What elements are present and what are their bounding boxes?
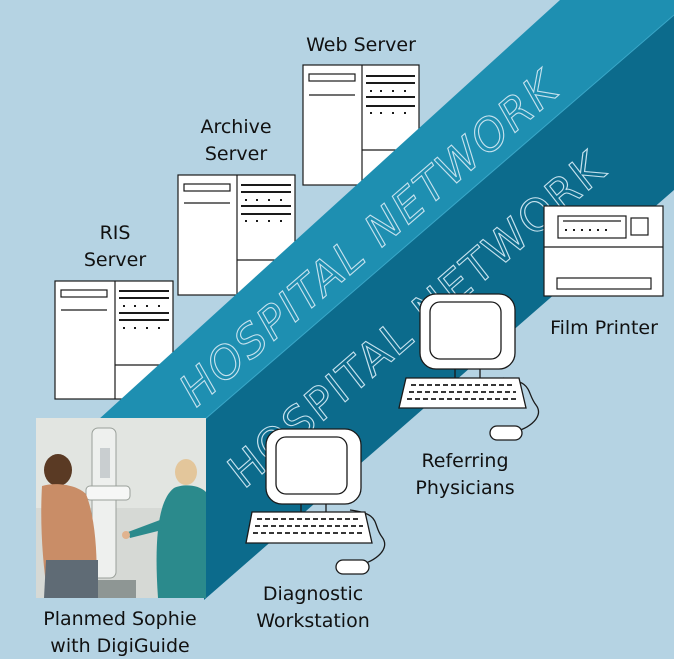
planmed-label-line-1: Planmed Sophie — [43, 608, 196, 630]
archive-server-label-line-1: Archive — [200, 116, 271, 138]
film-printer-label: Film Printer — [550, 317, 658, 339]
film-printer-icon — [543, 205, 664, 297]
diagnostic-workstation-icon — [245, 428, 386, 575]
ris-server-label-line-2: Server — [84, 249, 146, 271]
planmed-label-line-2: with DigiGuide — [50, 635, 189, 657]
referring-physicians-label-line-1: Referring — [421, 450, 508, 472]
diagnostic-workstation-label-line-2: Workstation — [256, 610, 370, 632]
ris-server-label-line-1: RIS — [100, 222, 131, 244]
archive-server-label-line-2: Server — [205, 143, 267, 165]
referring-physicians-label-line-2: Physicians — [415, 477, 514, 499]
web-server-label: Web Server — [306, 34, 416, 56]
diagnostic-workstation-label-line-1: Diagnostic — [263, 583, 363, 605]
referring-physicians-workstation-icon — [398, 293, 539, 441]
planmed-sophie-photo — [36, 418, 206, 598]
network-beam-top-face — [98, 0, 674, 420]
